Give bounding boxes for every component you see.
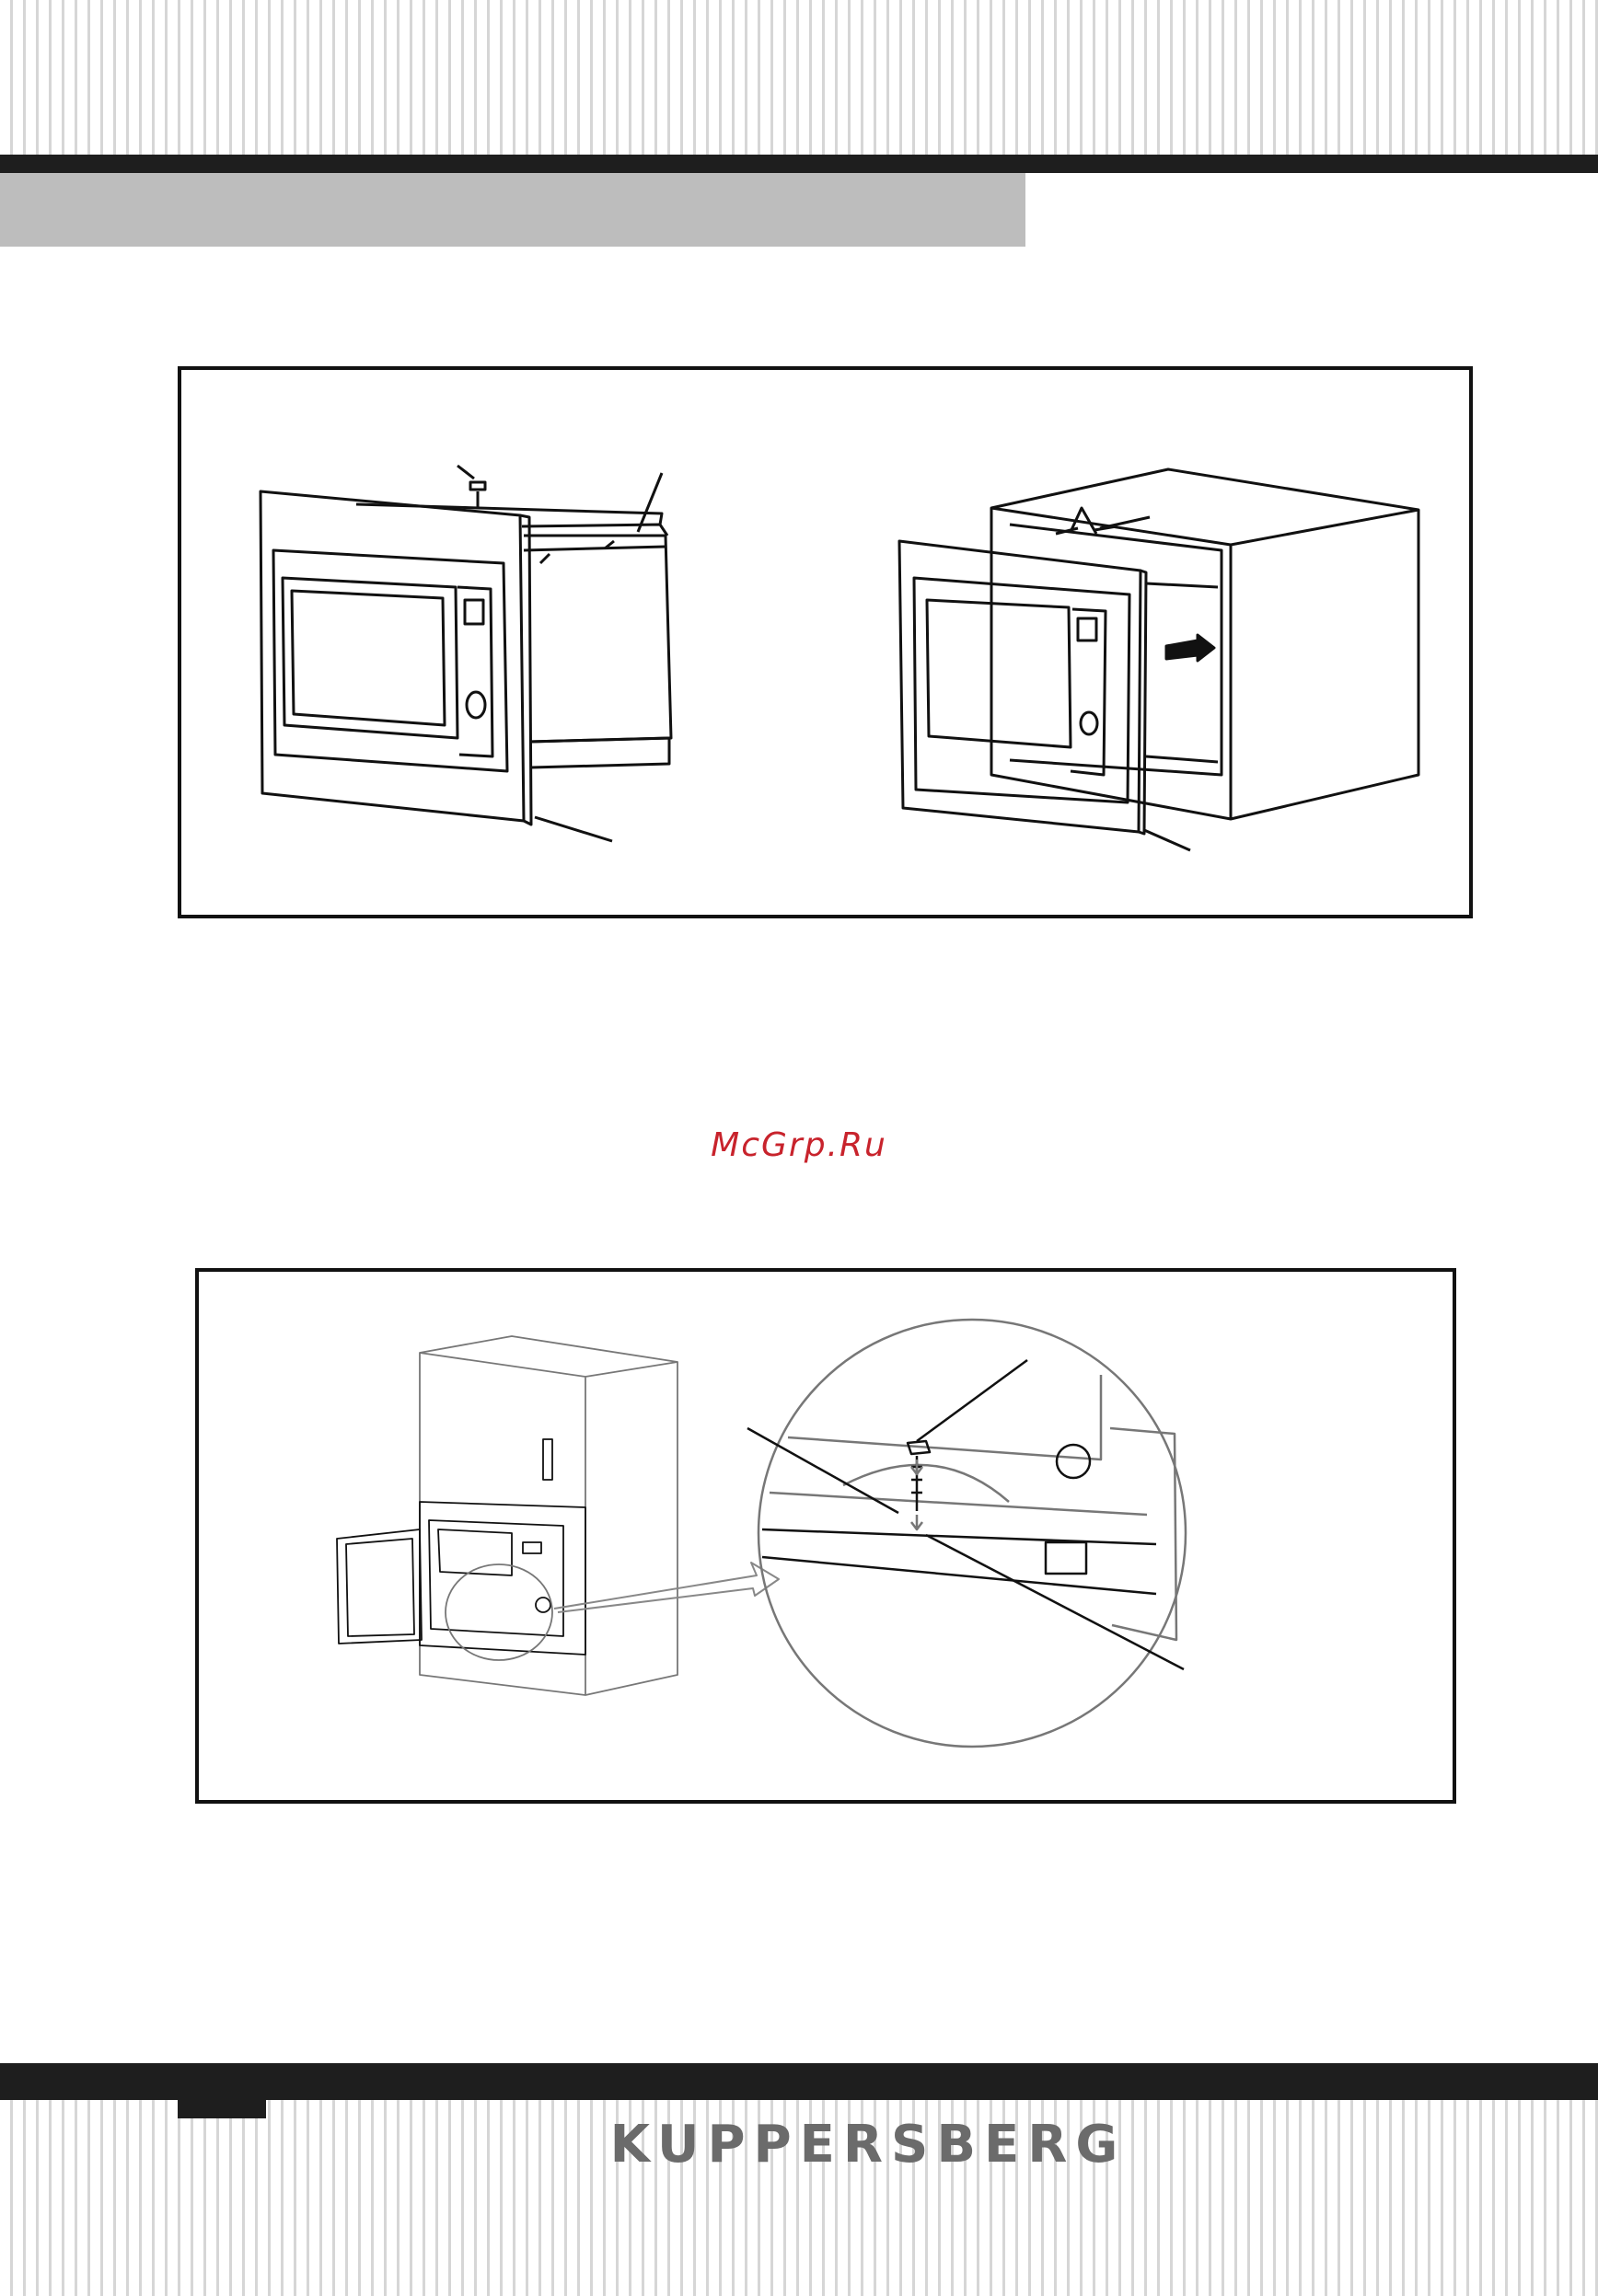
microwave-with-frame-illustration [261,466,671,841]
brand-logo-text: KUPPERSBERG [0,2115,1598,2175]
zoom-detail-illustration [747,1320,1186,1747]
header-bar [0,155,1598,173]
microwave-into-cabinet-illustration [899,469,1419,850]
section-title-band [0,173,1025,247]
cabinet-with-open-microwave-illustration [337,1336,677,1695]
watermark-text: McGrp.Ru [0,1126,1598,1164]
header-stripes [0,0,1598,155]
footer-bar [0,2063,1598,2100]
figure-screw-install [195,1268,1456,1804]
figure-frame-install [178,366,1473,918]
